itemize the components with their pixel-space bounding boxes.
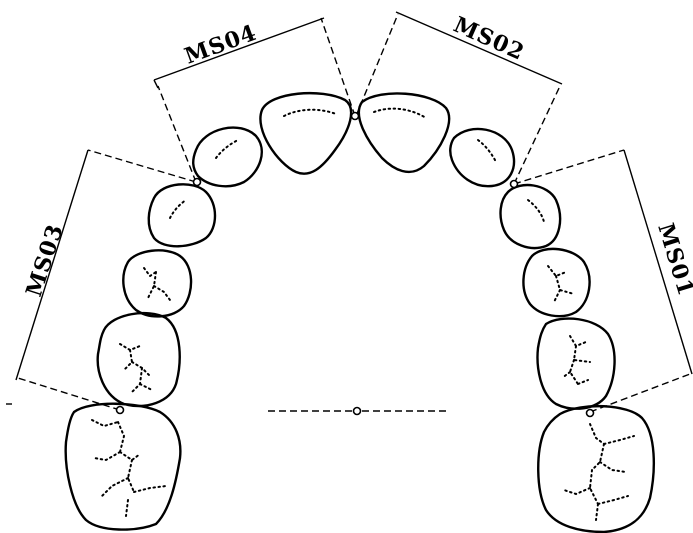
label-ms04: MS04 — [181, 20, 260, 70]
tooth-upper-right-first-premolar — [522, 247, 591, 318]
label-ms02: MS02 — [450, 12, 529, 66]
tooth-upper-left-lateral-incisor — [192, 126, 263, 188]
center-point — [352, 406, 362, 416]
tooth-upper-left-central-incisor — [259, 91, 353, 175]
contact-point-right-molar — [585, 408, 595, 418]
contact-points — [115, 111, 595, 418]
tooth-upper-left-first-premolar — [122, 249, 193, 318]
contact-point-left-molar — [115, 405, 125, 415]
bracket-ms04 — [153, 17, 356, 183]
tooth-upper-left-canine — [147, 183, 217, 248]
tooth-upper-right-lateral-incisor — [449, 127, 516, 188]
measurement-brackets — [6, 11, 693, 413]
label-ms03: MS03 — [21, 221, 69, 300]
tooth-upper-right-first-molar — [537, 404, 656, 533]
contact-point-left-canine — [192, 177, 202, 187]
teeth-fissures — [91, 107, 635, 521]
tooth-upper-left-second-premolar — [96, 311, 181, 408]
bracket-ms02 — [355, 11, 563, 185]
contact-point-midline — [350, 111, 360, 121]
bracket-ms03 — [15, 149, 197, 411]
tooth-upper-left-first-molar — [64, 402, 182, 531]
label-ms01: MS01 — [652, 220, 693, 299]
tooth-upper-right-central-incisor — [357, 92, 451, 174]
tooth-upper-right-second-premolar — [536, 317, 616, 410]
center-reference-line — [268, 406, 446, 416]
labels: MS04 MS02 MS03 MS01 — [21, 12, 693, 300]
contact-point-right-canine — [509, 179, 519, 189]
teeth-outlines — [64, 91, 656, 533]
bracket-ms01 — [513, 149, 693, 413]
tooth-upper-right-canine — [499, 183, 562, 250]
